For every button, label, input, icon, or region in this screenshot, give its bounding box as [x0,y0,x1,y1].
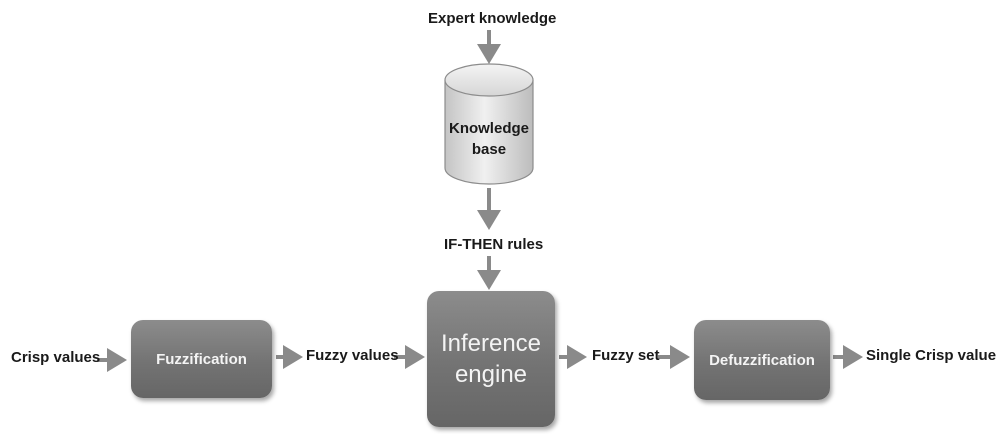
defuzzification-block: Defuzzification [694,320,830,400]
inference-engine-line2: engine [454,361,528,388]
single-crisp-value-label: Single Crisp value [866,347,997,364]
if-then-rules-label: IF-THEN rules [444,236,544,253]
knowledge-base-label: Knowledge base [445,118,533,160]
inference-engine-block: Inference engine [427,291,555,427]
knowledge-base-cylinder [444,63,534,185]
fuzzification-label: Fuzzification [156,350,247,368]
fuzzy-values-label: Fuzzy values [306,347,399,364]
knowledge-base-line2: base [471,141,507,158]
defuzzification-label: Defuzzification [709,351,815,369]
knowledge-base-line1: Knowledge [448,120,529,137]
expert-knowledge-label: Expert knowledge [428,10,557,27]
inference-engine-line1: Inference [440,329,542,357]
fuzzification-block: Fuzzification [131,320,272,398]
fuzzy-set-label: Fuzzy set [592,347,660,364]
crisp-values-label: Crisp values [11,349,101,366]
